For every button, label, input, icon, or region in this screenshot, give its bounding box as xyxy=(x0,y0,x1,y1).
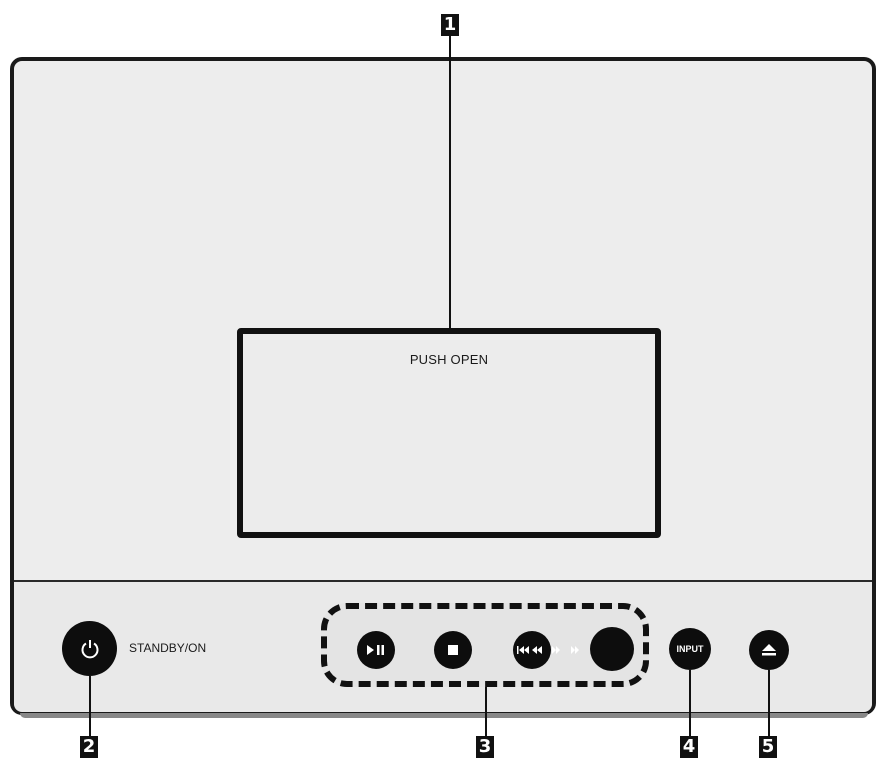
callout-2: 2 xyxy=(80,736,98,758)
callout-3-leader xyxy=(485,687,487,736)
callout-4-leader xyxy=(689,670,691,736)
callout-1: 1 xyxy=(441,14,459,36)
callout-1-leader xyxy=(449,36,451,332)
skip-back-icon xyxy=(517,646,542,654)
stop-button[interactable] xyxy=(434,631,472,669)
eject-button[interactable] xyxy=(749,630,789,670)
disc-door[interactable] xyxy=(237,328,661,538)
callout-4: 4 xyxy=(680,736,698,758)
play-pause-button[interactable] xyxy=(357,631,395,669)
input-button[interactable]: INPUT xyxy=(669,628,711,670)
stop-icon xyxy=(448,645,458,655)
fast-forward-icon xyxy=(551,646,585,656)
device-base xyxy=(20,713,868,718)
standby-on-button[interactable] xyxy=(62,621,117,676)
callout-3: 3 xyxy=(476,736,494,758)
standby-on-label: STANDBY/ON xyxy=(129,641,207,655)
callout-2-leader xyxy=(89,676,91,736)
eject-icon xyxy=(762,644,776,656)
callout-5-leader xyxy=(768,670,770,736)
callout-5: 5 xyxy=(759,736,777,758)
push-open-label: PUSH OPEN xyxy=(409,352,489,367)
skip-back-button[interactable] xyxy=(513,631,551,669)
blank-button[interactable] xyxy=(590,627,634,671)
play-pause-icon xyxy=(367,645,384,655)
power-icon xyxy=(81,639,98,658)
